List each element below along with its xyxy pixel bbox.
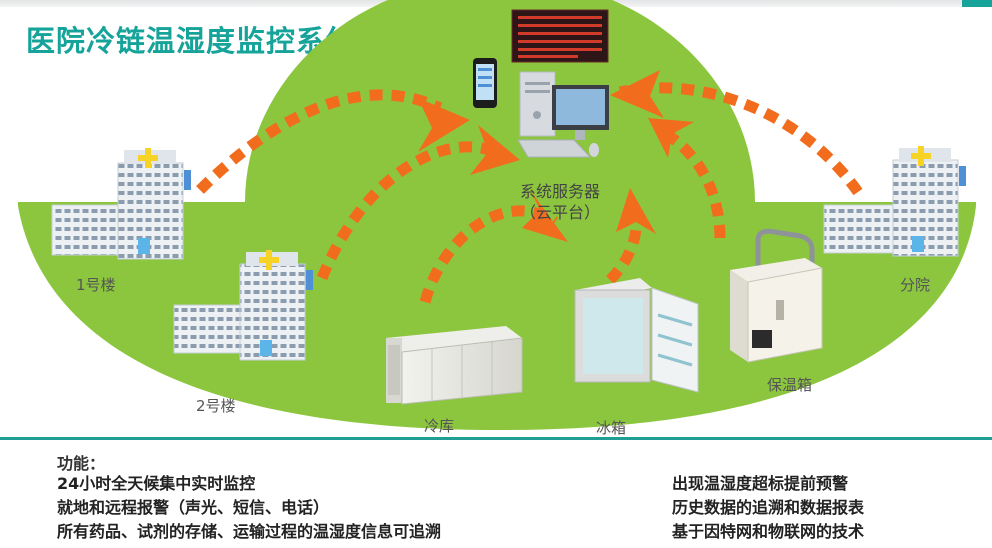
label-fridge: 冰箱 <box>596 419 627 437</box>
cool-box-icon <box>730 228 823 363</box>
feature-item: 出现温湿度超标提前预警 <box>672 474 849 493</box>
arrowhead-5 <box>648 118 694 158</box>
label-building1: 1号楼 <box>76 276 116 294</box>
server-label-line1: 系统服务器 <box>519 182 600 201</box>
server-label: 系统服务器 （云平台） <box>508 181 612 223</box>
label-branch: 分院 <box>900 276 931 294</box>
arrow-building1-to-phone <box>196 89 443 194</box>
arrow-heads <box>418 70 694 242</box>
arrowhead-1 <box>418 98 470 152</box>
label-building2: 2号楼 <box>196 397 236 415</box>
features-right: 出现温湿度超标提前预警 历史数据的追溯和数据报表 基于因特网和物联网的技术 <box>672 472 864 544</box>
arrow-coolbox-to-server <box>664 130 726 239</box>
arrowhead-4 <box>616 188 656 234</box>
arrowhead-3 <box>522 190 568 242</box>
led-display-board-icon <box>511 9 609 63</box>
feature-item: 就地和远程报警（声光、短信、电话） <box>57 498 330 517</box>
arrowhead-6 <box>610 70 664 118</box>
arrowhead-2 <box>470 125 520 175</box>
features-left: 24小时全天候集中实时监控 就地和远程报警（声光、短信、电话） 所有药品、试剂的… <box>57 472 441 544</box>
feature-item: 24小时全天候集中实时监控 <box>57 474 256 493</box>
hospital-building-icon <box>173 250 313 361</box>
feature-item: 所有药品、试剂的存储、运输过程的温湿度信息可追溯 <box>57 522 442 541</box>
hospital-building-icon <box>51 148 191 260</box>
hospital-building-icon <box>823 146 966 257</box>
server-label-line2: （云平台） <box>519 203 600 222</box>
label-cool-box: 保温箱 <box>767 376 813 394</box>
features-title: 功能： <box>57 454 106 473</box>
label-cold-storage: 冷库 <box>424 417 455 435</box>
medical-fridge-icon <box>574 278 699 393</box>
top-bar-accent <box>962 0 992 7</box>
arrow-branch-to-server <box>618 82 863 196</box>
cold-room-icon <box>386 326 523 405</box>
feature-item: 基于因特网和物联网的技术 <box>672 522 865 541</box>
arrow-fridge-to-server <box>605 197 642 284</box>
feature-item: 历史数据的追溯和数据报表 <box>672 498 865 517</box>
desktop-computer-icon <box>517 71 609 158</box>
arrow-building2-to-server <box>316 141 503 281</box>
section-divider <box>0 437 992 440</box>
smartphone-icon <box>473 58 497 108</box>
